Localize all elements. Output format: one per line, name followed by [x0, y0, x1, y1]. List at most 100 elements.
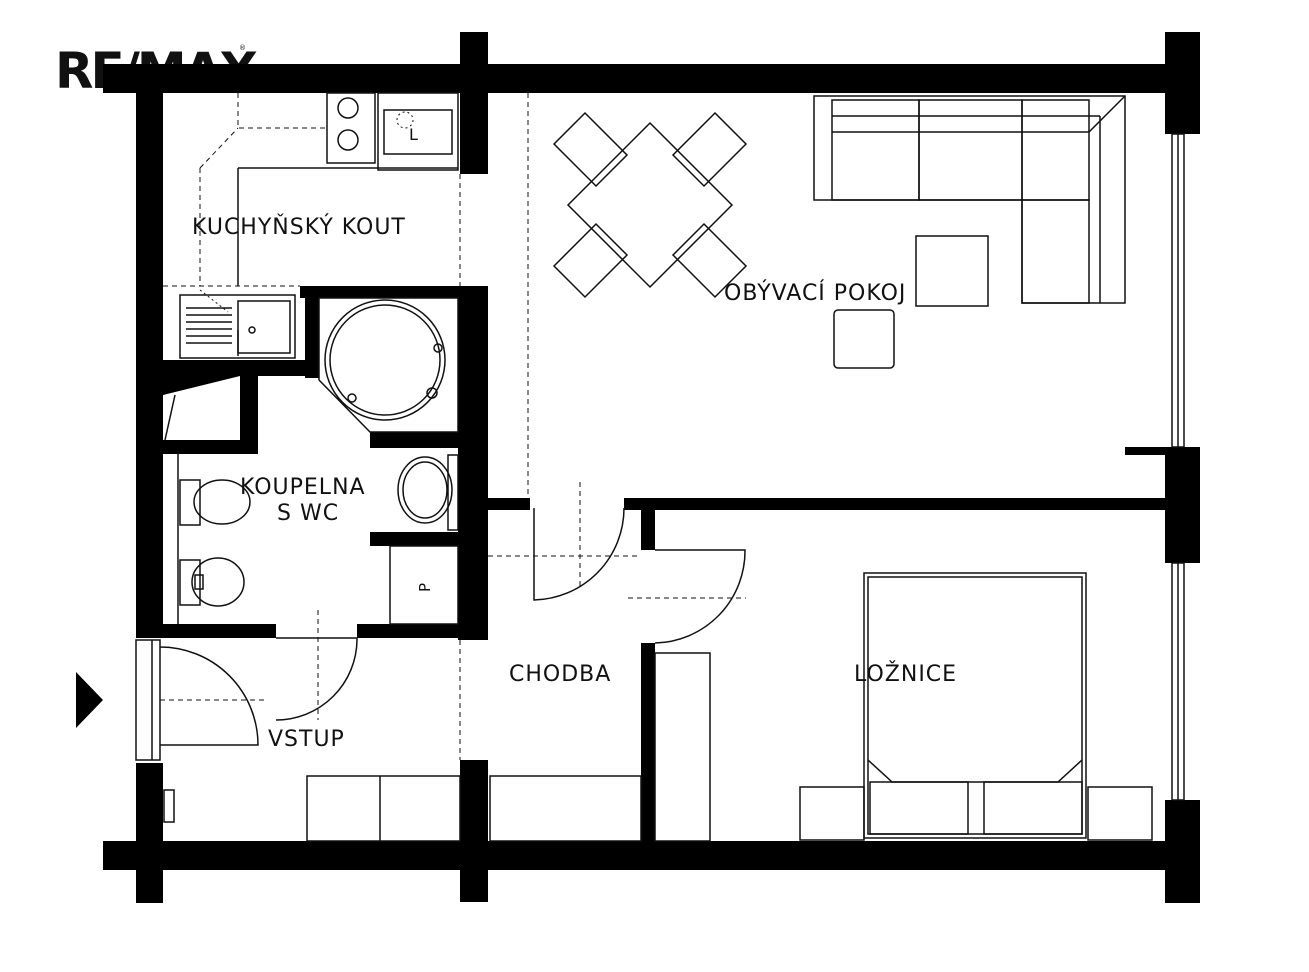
wall-left-base: [136, 840, 163, 902]
nightstand-left: [799, 786, 865, 841]
room-label-bathroom-1: KOUPELNA: [240, 475, 366, 500]
dining-chair-4: [671, 222, 748, 299]
living-fixtures: [527, 93, 1185, 498]
room-label-entry: VSTUP: [268, 727, 345, 752]
door-bedroom: [654, 549, 746, 644]
bedroom-fixtures: [654, 562, 1185, 842]
hallway-fixtures: [459, 174, 746, 842]
shower-tray: [318, 297, 459, 433]
wall-bath-bottom-right: [357, 624, 488, 638]
storage-closet: [389, 545, 459, 625]
wall-bath-bottom-left: [136, 624, 276, 638]
room-label-hallway: CHODBA: [509, 662, 611, 687]
entry-fixtures: [76, 610, 461, 842]
wall-bedroom-left-lower: [641, 643, 655, 841]
bathroom-sink-bowl: [402, 461, 448, 519]
wall-bath-hall: [458, 288, 488, 640]
vent-shaft: [163, 376, 240, 395]
entrance-door: [159, 646, 259, 746]
shower-valve-1: [433, 343, 443, 353]
sink-drain: [248, 326, 256, 334]
kitchen-fixtures: L: [163, 92, 459, 359]
wall-bath-inner-h: [163, 440, 258, 454]
bidet-base: [179, 559, 201, 606]
room-label-bedroom: LOŽNICE: [854, 661, 957, 687]
sink-counter: [447, 454, 459, 531]
bathroom-sink: [397, 456, 453, 524]
nightstand-right: [1087, 786, 1153, 841]
sofa-seat-1: [831, 99, 920, 201]
counter-sink-box: [383, 109, 453, 155]
stove: [326, 92, 376, 164]
sofa-seat-2: [918, 99, 1023, 201]
wall-top: [103, 64, 1200, 93]
shower-valve-2: [426, 387, 438, 399]
wall-living-bedroom: [624, 498, 1165, 510]
wall-balcony-corner: [1125, 447, 1165, 455]
sink-bowl: [237, 300, 291, 354]
entry-arrow-icon: [76, 672, 103, 728]
stove-circle: [396, 111, 414, 129]
pillow-right: [983, 781, 1083, 835]
shower-cabin-inner: [329, 304, 441, 416]
wall-sink-base: [136, 360, 316, 376]
wall-bath-inner: [240, 376, 258, 444]
toilet-tank: [179, 479, 201, 526]
sofa-seat-4: [1021, 199, 1090, 304]
room-label-living: OBÝVACÍ POKOJ: [724, 280, 906, 306]
bathroom-fixtures: P: [163, 297, 459, 625]
wall-column-bottom: [460, 760, 488, 902]
pillow-left: [869, 781, 969, 835]
double-bed-inner: [867, 576, 1083, 835]
wall-right-top: [1165, 32, 1200, 134]
wall-right-mid: [1165, 447, 1200, 563]
tap-dash: [199, 289, 229, 313]
bedroom-wardrobe: [654, 652, 711, 842]
dining-chair-2: [671, 111, 748, 188]
wall-bedroom-left-upper: [641, 498, 655, 550]
dining-table: [566, 121, 734, 289]
entry-cabinet: [306, 775, 461, 842]
shower-drain: [347, 393, 357, 403]
burner-2: [337, 129, 359, 151]
counter-top: [377, 92, 459, 171]
entry-panel: [163, 789, 175, 823]
bidet-tap: [194, 574, 204, 590]
coffee-table: [915, 235, 989, 307]
wall-bottom: [103, 841, 1200, 870]
wall-shower-left: [305, 286, 319, 378]
hall-wardrobe: [489, 775, 642, 842]
burner-1: [337, 97, 359, 119]
walls: [103, 32, 1200, 903]
wall-shower-bottom: [370, 432, 458, 448]
vent-line: [164, 394, 176, 441]
room-label-kitchen: KUCHYŇSKÝ KOUT: [192, 214, 406, 240]
stove-mark: L: [409, 125, 419, 144]
closet-mark: P: [416, 582, 434, 592]
wall-kitchen-bath: [300, 286, 488, 298]
wall-right-bottom: [1165, 800, 1200, 903]
shower-cabin: [324, 299, 446, 421]
kitchen-sink: [179, 294, 296, 359]
double-bed: [863, 572, 1087, 839]
drainboard: [186, 307, 232, 344]
corner-diagonal: [199, 127, 239, 169]
room-label-bathroom-2: S WC: [277, 501, 339, 526]
upper-cabinet-outline: [237, 93, 326, 129]
dining-chair-3: [552, 222, 629, 299]
sofa-corner-diag: [1088, 95, 1126, 133]
wall-left-upper: [136, 64, 163, 638]
bidet-bowl: [191, 557, 245, 607]
wall-closet-top: [370, 532, 458, 546]
pouf: [833, 309, 895, 369]
dining-chair-1: [552, 111, 629, 188]
sofa-seat-3: [1021, 99, 1090, 201]
bathroom-door: [275, 637, 358, 721]
toilet-bowl: [193, 479, 251, 525]
door-living: [533, 507, 625, 601]
wall-hall-top-left: [488, 498, 530, 510]
entrance-frame: [135, 639, 161, 761]
wall-column-top: [460, 32, 488, 174]
bed-cover-fold: [867, 759, 1083, 783]
